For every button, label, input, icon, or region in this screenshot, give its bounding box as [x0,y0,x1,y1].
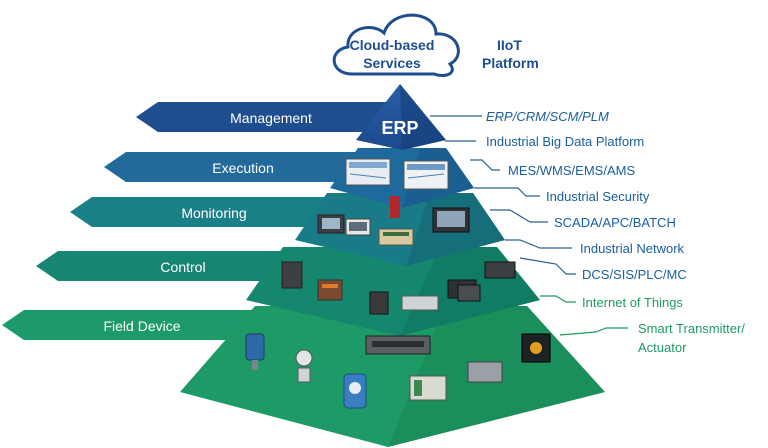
flowmeter-icon [295,349,313,383]
right-labels: ERP/CRM/SCM/PLM Industrial Big Data Plat… [486,109,745,355]
touchscreen-icon [432,207,470,233]
banner-field-device-label: Field Device [103,318,180,334]
banner-field-device [2,310,270,340]
line-smart [559,327,628,336]
hmi-panel-icon [345,218,371,236]
tier-apex-shade [400,84,446,150]
line-scada [490,209,548,223]
line-iot [540,295,576,303]
label-iot: Internet of Things [582,295,683,310]
io-module-icon [378,228,414,246]
monitor-screen-icon [403,160,449,190]
label-smart-line2: Actuator [638,340,687,355]
servo-drive-icon [401,295,439,311]
servo-motor-icon [521,333,551,363]
banner-control [36,251,296,281]
label-smart-line1: Smart Transmitter/ [638,321,745,336]
plc-module-icon [317,279,343,301]
io-card-icon [369,291,389,315]
rotameter-icon [343,373,367,409]
label-erp: ERP/CRM/SCM/PLM [486,109,609,124]
label-network: Industrial Network [580,241,685,256]
platform-label-line1: IIoT [497,37,522,53]
cloud-icon [332,13,460,78]
label-mes: MES/WMS/EMS/AMS [508,163,635,178]
layer-banners: Management Execution Monitoring Control … [2,102,390,340]
relay-module-icon [409,375,447,401]
cloud-label-line2: Services [363,55,421,71]
industrial-switch-icon [365,335,431,355]
plc-cpu-icon [484,261,516,279]
platform-label-line2: Platform [482,55,539,71]
line-mes [470,159,500,171]
line-network [505,239,572,249]
banner-monitoring-label: Monitoring [181,205,246,221]
cloud-label-line1: Cloud-based [350,37,435,53]
hmi-panel-icon [317,214,345,234]
pressure-transmitter-icon [245,333,265,370]
line-security [474,187,540,197]
label-dcs: DCS/SIS/PLC/MC [582,267,687,282]
line-dcs [519,257,576,275]
gateway-icon [467,361,503,383]
device-icons [245,158,551,409]
banner-execution [104,152,360,182]
cloud-services: Cloud-based Services [332,13,460,78]
label-scada: SCADA/APC/BATCH [554,215,676,230]
controller-rack-icon [281,261,303,289]
banner-management [136,102,390,132]
label-security: Industrial Security [546,189,650,204]
banner-management-label: Management [230,110,312,126]
plc-cpu-icon [457,284,481,302]
apex-erp-label: ERP [381,118,418,138]
connector-lines [430,115,628,336]
firewall-icon [390,196,400,218]
banner-monitoring [70,197,330,227]
monitor-screen-icon [345,158,391,186]
banner-control-label: Control [160,259,205,275]
banner-execution-label: Execution [212,160,273,176]
label-big-data: Industrial Big Data Platform [486,134,644,149]
